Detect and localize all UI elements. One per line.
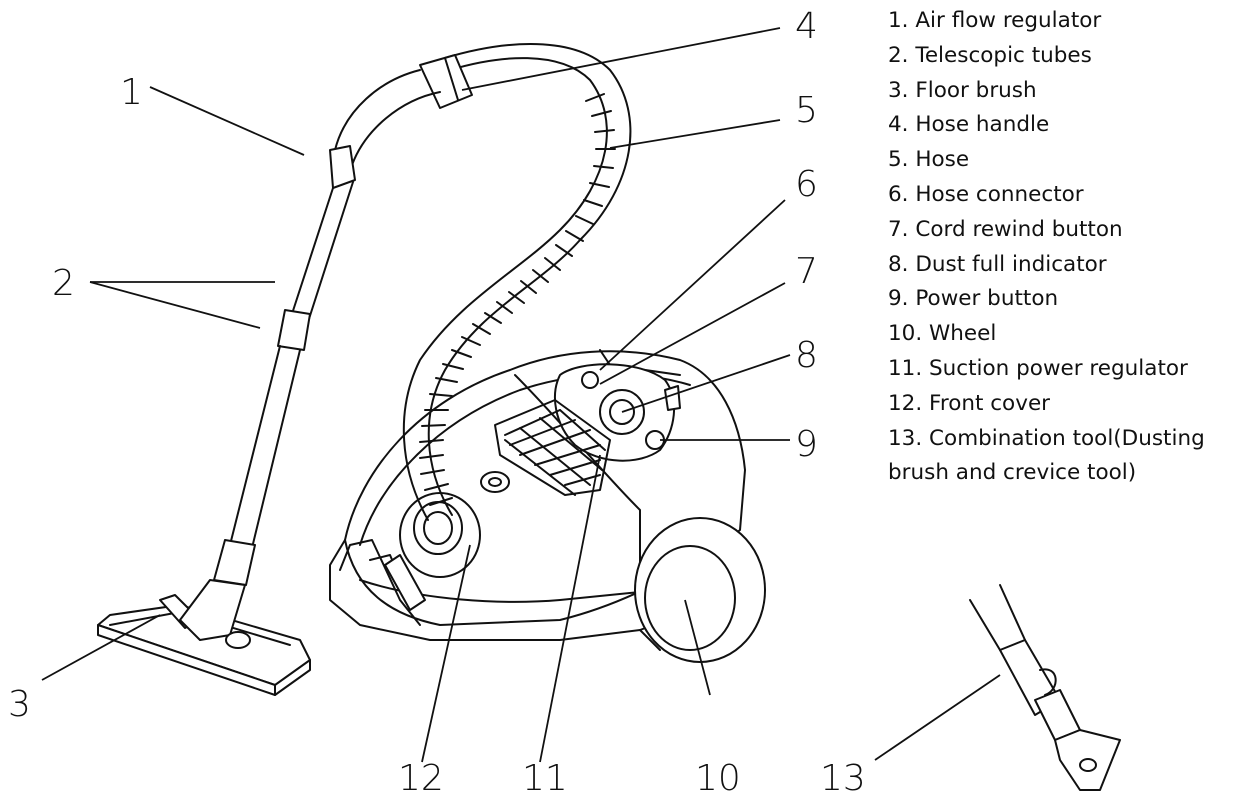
- callout-5: 5: [795, 90, 818, 131]
- callout-8: 8: [795, 335, 818, 376]
- callout-numbers: 1 2 3 4 5 6 7 8 9 10 11 12 13: [8, 6, 866, 799]
- floor-brush: [97, 579, 311, 696]
- legend-item: 8. Dust full indicator: [888, 251, 1107, 277]
- legend-item: 9. Power button: [888, 286, 1059, 312]
- legend-item: 13. Combination tool(Dusting brush and c…: [888, 425, 1205, 486]
- legend-item: 4. Hose handle: [888, 112, 1050, 138]
- telescopic-tubes: [213, 69, 441, 586]
- callout-3: 3: [8, 684, 31, 725]
- callout-12: 12: [398, 758, 444, 799]
- legend-item: 12. Front cover: [888, 390, 1051, 416]
- callout-10: 10: [695, 758, 741, 799]
- callout-1: 1: [120, 72, 143, 113]
- callout-11: 11: [522, 758, 568, 799]
- legend-item: 2. Telescopic tubes: [888, 42, 1092, 68]
- vacuum-body: [329, 349, 766, 663]
- callout-6: 6: [795, 164, 818, 205]
- combination-tool: [969, 584, 1121, 791]
- callout-2: 2: [52, 263, 75, 304]
- callout-7: 7: [795, 251, 818, 292]
- legend-item: 6. Hose connector: [888, 181, 1084, 207]
- legend-item: 1. Air flow regulator: [888, 8, 1102, 33]
- legend-item: 3. Floor brush: [888, 77, 1037, 103]
- hose: [402, 43, 632, 521]
- leader-lines: [41, 27, 1001, 763]
- callout-13: 13: [820, 758, 866, 799]
- parts-legend: 1. Air flow regulator 2. Telescopic tube…: [888, 4, 1245, 491]
- legend-item: 7. Cord rewind button: [888, 216, 1123, 242]
- callout-9: 9: [795, 424, 818, 465]
- callout-4: 4: [795, 6, 818, 47]
- legend-item: 10. Wheel: [888, 321, 997, 347]
- legend-item: 11. Suction power regulator: [888, 355, 1188, 381]
- legend-item: 5. Hose: [888, 147, 970, 173]
